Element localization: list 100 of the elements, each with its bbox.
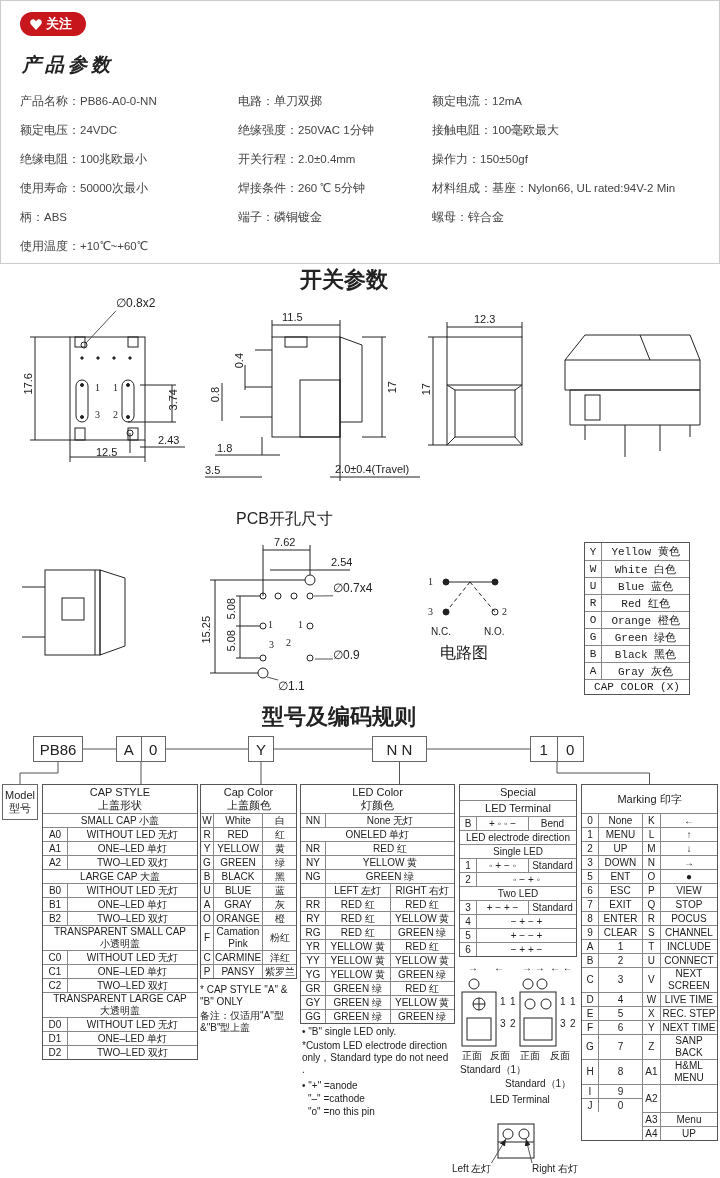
leader-line [85, 310, 117, 344]
callout-label: ∅0.8x2 [116, 297, 156, 311]
table-cell: WITHOUT LED 无灯 [67, 950, 197, 964]
table-cell: GREEN 绿 [325, 1009, 390, 1023]
connector-line [426, 748, 531, 750]
leader-line [490, 1138, 507, 1164]
table-cell: NY [301, 855, 325, 869]
table-cell: 1 [460, 858, 476, 872]
drawing-caption: 正面 [520, 1050, 540, 1062]
callout-label: ∅1.1 [278, 680, 305, 694]
table-cell: Z [641, 1034, 660, 1059]
table-cell: B [585, 645, 601, 662]
dimension-label: 2.0±0.4(Travel) [335, 463, 410, 476]
table-cell: P [641, 883, 660, 897]
table-cell: RED 红 [325, 911, 390, 925]
table-cell: + − + − [476, 900, 528, 914]
leader-line [266, 676, 279, 681]
table-cell: YELLOW 黄 [325, 939, 390, 953]
table-cell: V [641, 967, 660, 992]
table-cell: 0 [598, 1098, 642, 1112]
table-cell: D2 [43, 1045, 67, 1059]
drawing-caption: LED Terminal [490, 1094, 550, 1106]
table-cell: Orange 橙色 [601, 611, 689, 628]
table-cell: TWO–LED 双灯 [67, 911, 197, 925]
table-cell: YELLOW [213, 841, 262, 855]
table-cell: DOWN [598, 855, 642, 869]
dimension-label: 5.08 [225, 598, 238, 620]
dimension-label: 2.43 [158, 434, 180, 447]
spec-table [581, 784, 718, 1141]
table-cell: 7 [598, 1034, 642, 1059]
spec-table [584, 542, 690, 695]
code-box: N N [372, 736, 427, 762]
table-cell: GREEN 绿 [325, 995, 390, 1009]
table-cell: YG [301, 967, 325, 981]
table-cell: TWO–LED 双灯 [67, 855, 197, 869]
table-cell: B1 [43, 897, 67, 911]
arrow-mark: → [468, 962, 478, 974]
pin-number: 3 [500, 1018, 506, 1030]
table-cell: A4 [641, 1126, 660, 1140]
spec-table [200, 784, 297, 979]
dimension-label: 0.4 [233, 353, 246, 369]
arrow-mark: ← ← [550, 962, 573, 974]
table-header: Cap Color 上盖颜色 [222, 785, 275, 813]
terminal-label: N.C. [431, 626, 451, 638]
table-cell: WITHOUT LED 无灯 [67, 883, 197, 897]
table-cell: Yellow 黄色 [601, 543, 689, 560]
callout-label: Left 左灯 [452, 1163, 492, 1175]
table-cell: 1 [582, 827, 598, 841]
table-cell: 4 [460, 914, 476, 928]
pin-number: 1 [570, 996, 576, 1008]
table-cell: None 无灯 [325, 813, 454, 827]
table-cell: GREEN 绿 [325, 981, 390, 995]
connector-line [399, 761, 400, 785]
table-cell-text: Y [588, 544, 598, 560]
table-cell: A2 [43, 855, 67, 869]
dimension-label: 1.8 [217, 442, 233, 455]
table-cell: → [659, 855, 717, 869]
table-cell: UP [659, 1126, 717, 1140]
arrow-mark: ← [494, 962, 504, 974]
table-cell: A1 [641, 1059, 660, 1084]
pin-number: 1 [560, 996, 566, 1008]
table-cell: Y [641, 1020, 660, 1034]
code-letter: 0 [140, 737, 165, 761]
table-cell: 6 [598, 1020, 642, 1034]
note-text: • "B" single LED only. [302, 1026, 398, 1038]
table-cell: Two LED [460, 886, 576, 900]
table-cell: ENTER [598, 911, 642, 925]
dimension-label: 12.5 [96, 446, 118, 459]
table-cell: GREEN 绿 [389, 967, 454, 981]
code-box [530, 736, 584, 762]
table-header: CAP STYLE 上盖形状 [88, 785, 152, 813]
drawing-caption: 反面 [550, 1050, 570, 1062]
table-cell: TRANSPARENT LARGE CAP 大透明盖 [43, 992, 197, 1017]
table-cell: K [641, 813, 660, 827]
table-cell: C1 [43, 964, 67, 978]
table-cell: ONELED 单灯 [301, 827, 454, 841]
table-cell: VIEW [659, 883, 717, 897]
table-cell: RG [301, 925, 325, 939]
table-cell: None [598, 813, 642, 827]
table-cell: W [641, 992, 660, 1006]
table-cell: A3 [641, 1112, 660, 1126]
table-cell: Standard [528, 900, 576, 914]
table-cell: D [582, 992, 598, 1006]
pin-number: 3 [428, 606, 433, 618]
table-header: Marking 印字 [616, 791, 683, 807]
table-cell: YR [301, 939, 325, 953]
spec-text: 柄：ABS [20, 211, 67, 225]
dimension-label: 17 [386, 381, 399, 394]
table-cell: 灰 [262, 897, 296, 911]
table-cell: B [460, 816, 476, 830]
table-cell: 4 [598, 992, 642, 1006]
table-cell: Standard [528, 858, 576, 872]
table-cell: 粉红 [262, 925, 296, 950]
note-text: • "+" =anode [302, 1080, 359, 1092]
pin-number: 1 [298, 619, 303, 631]
connector-line [556, 761, 650, 785]
section-heading: 产品参数 [22, 54, 114, 76]
table-cell: CHANNEL [659, 925, 717, 939]
table-cell: 洋红 [262, 950, 296, 964]
table-cell: Green 绿色 [601, 628, 689, 645]
